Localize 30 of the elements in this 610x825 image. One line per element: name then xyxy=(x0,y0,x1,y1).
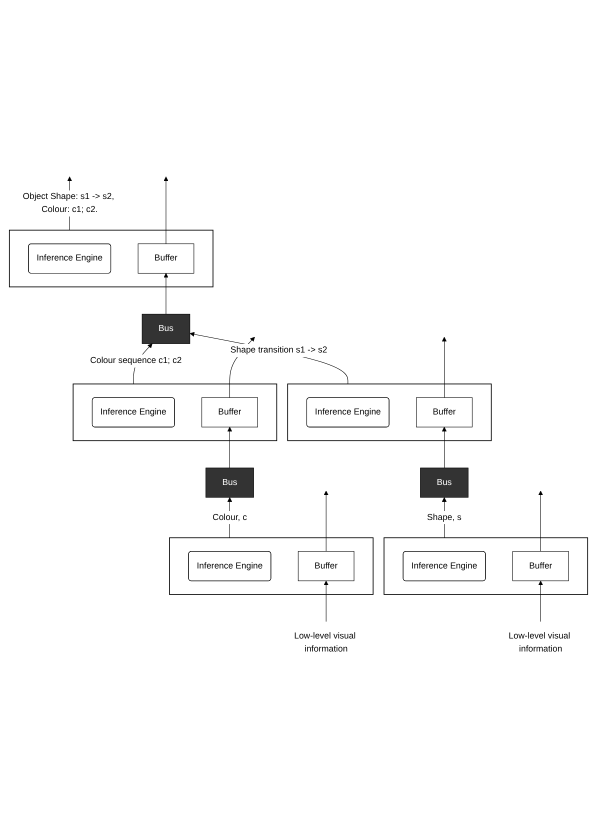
arrow xyxy=(442,427,447,468)
node-text: Low-level visual information xyxy=(294,632,356,654)
arrow xyxy=(164,176,168,244)
node-box: Buffer xyxy=(298,551,354,582)
arrow xyxy=(190,332,348,384)
node-box: Bus xyxy=(142,314,190,344)
edge-label: Colour sequence c1; c2 xyxy=(90,356,182,366)
cluster xyxy=(8,230,214,288)
edge-label: Colour, c xyxy=(212,512,247,522)
node-box: Buffer xyxy=(416,398,472,428)
cluster xyxy=(169,538,374,596)
node-box: Bus xyxy=(206,468,254,498)
node-box: Buffer xyxy=(138,244,194,274)
arrow xyxy=(324,580,328,622)
arrow xyxy=(164,273,168,315)
arrow xyxy=(324,490,328,552)
edge-label: Shape transition s1 -> s2 xyxy=(230,346,328,356)
node-box: Buffer xyxy=(512,551,569,582)
node-text: Low-level visual information xyxy=(508,632,570,654)
edge-label: Object Shape: s1 -> s2, Colour: c1; c2. xyxy=(22,192,114,215)
arrow xyxy=(538,490,544,552)
arrow xyxy=(442,337,447,398)
cluster xyxy=(287,384,492,442)
cluster xyxy=(72,384,278,442)
cluster xyxy=(384,538,588,596)
edge-label: Shape, s xyxy=(427,512,462,522)
arrow xyxy=(227,427,232,468)
node-box: Buffer xyxy=(202,398,258,428)
node-box: Bus xyxy=(420,468,468,498)
arrow xyxy=(538,580,544,622)
